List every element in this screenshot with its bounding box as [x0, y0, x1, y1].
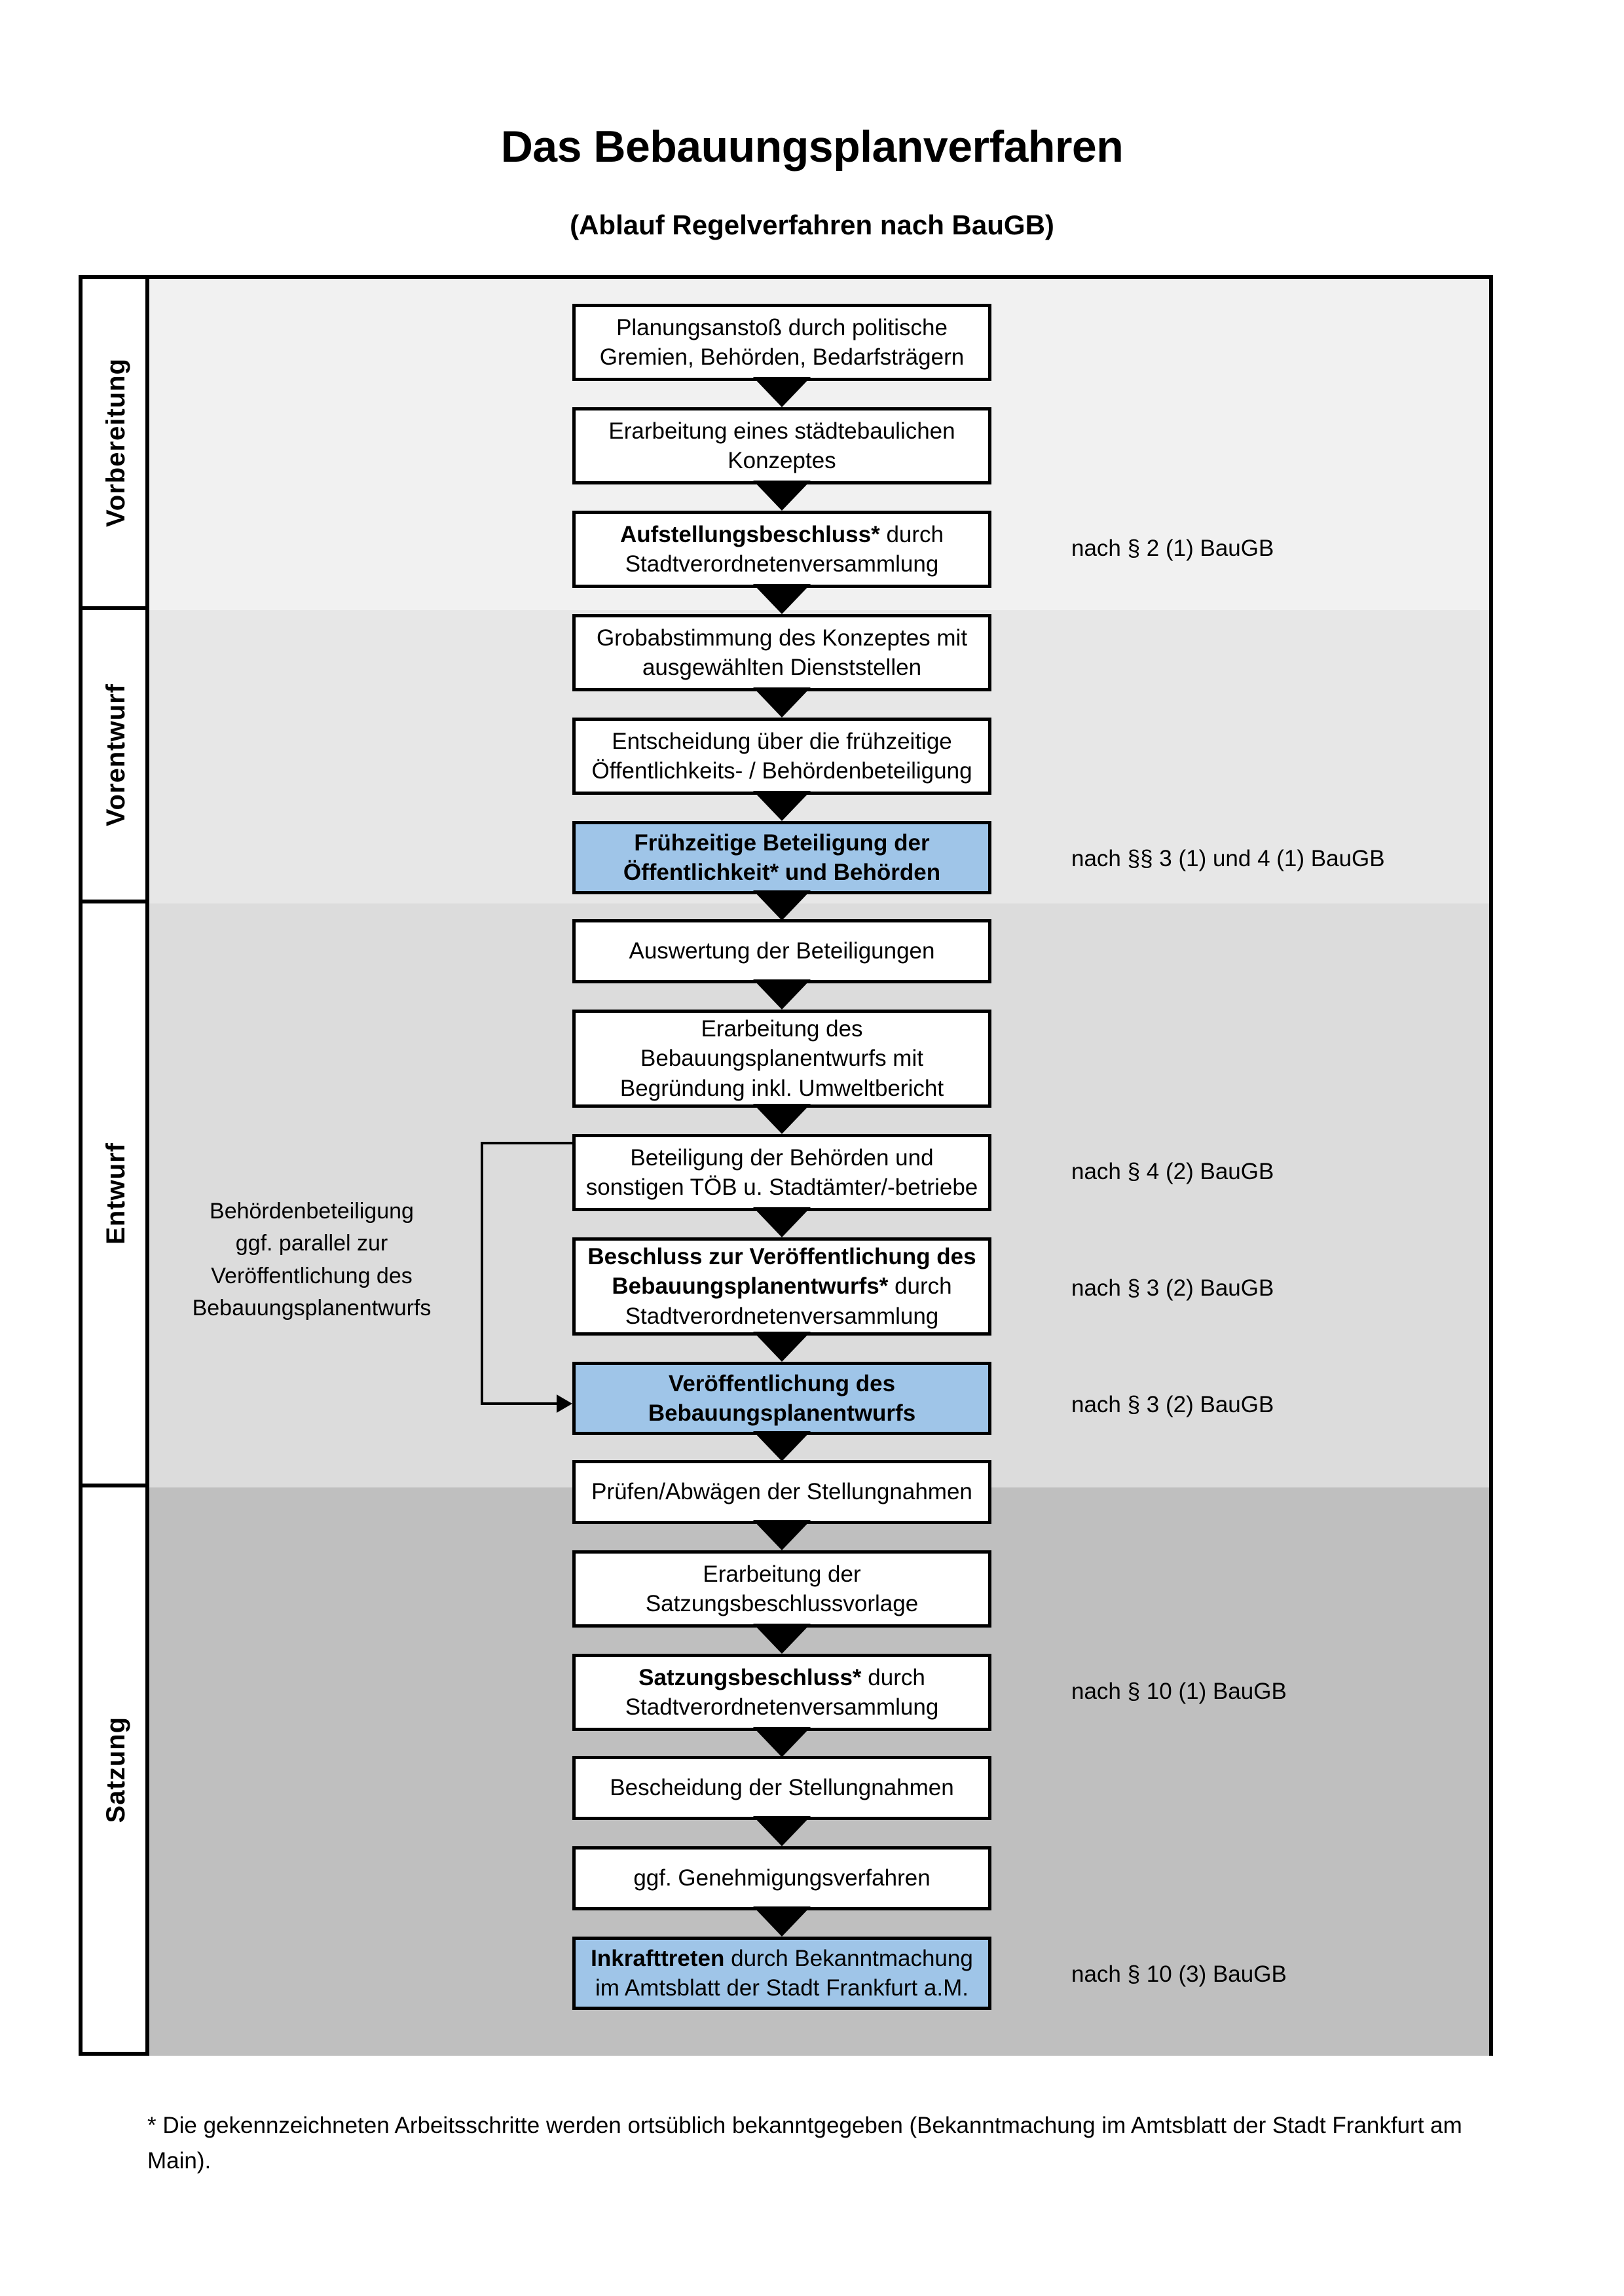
law-reference-1: nach § 2 (1) BauGB	[1071, 536, 1274, 561]
step-line-1: Prüfen/Abwägen der Stellungnahmen	[591, 1479, 972, 1505]
flow-arrow-11-12	[753, 1431, 811, 1461]
step-line-2: Bebauungsplanentwurfs	[648, 1400, 916, 1426]
step-line-1: Grobabstimmung des Konzeptes mit	[596, 625, 968, 651]
footnote-text: * Die gekennzeichneten Arbeitsschritte w…	[147, 2113, 1462, 2174]
step-line-2: Satzungsbeschlussvorlage	[645, 1591, 919, 1616]
flow-arrow-4-5	[753, 687, 811, 718]
step-line-2: Bebauungsplanentwurfs mit	[640, 1046, 923, 1072]
step-line-1: Aufstellungsbeschluss*	[619, 521, 880, 547]
bracket-arrowhead-icon	[557, 1394, 572, 1413]
flow-arrow-16-17	[753, 1906, 811, 1937]
flow-arrow-9-10	[753, 1207, 811, 1237]
flow-arrow-6-7	[753, 890, 811, 920]
step-box-4[interactable]: Grobabstimmung des Konzeptes mit ausgewä…	[572, 614, 991, 691]
step-line-2: sonstigen TÖB u. Stadtämter/-betriebe	[585, 1175, 978, 1200]
phase-label-column: Vorbereitung Vorentwurf Entwurf Satzung	[83, 279, 149, 2052]
side-note-line-2: ggf. parallel zur	[235, 1231, 388, 1256]
step-box-5[interactable]: Entscheidung über die frühzeitige Öffent…	[572, 718, 991, 795]
step-line-1: Planungsanstoß durch politische	[616, 314, 948, 340]
step-box-15[interactable]: Bescheidung der Stellungnahmen	[572, 1756, 991, 1820]
flow-arrow-1-2	[753, 377, 811, 407]
law-reference-2: nach §§ 3 (1) und 4 (1) BauGB	[1071, 846, 1385, 871]
side-note-line-3: Veröffentlichung des	[211, 1263, 413, 1288]
step-line-2: Öffentlichkeit* und Behörden	[623, 860, 941, 885]
step-line-2: im Amtsblatt der Stadt Frankfurt a.M.	[595, 1975, 969, 2001]
flow-arrow-15-16	[753, 1816, 811, 1846]
step-line-1-suffix: durch Bekanntmachung	[724, 1945, 973, 1971]
step-line-1: Beteiligung der Behörden und	[630, 1144, 934, 1171]
law-reference-7: nach § 10 (3) BauGB	[1071, 1961, 1287, 1987]
law-reference-4: nach § 3 (2) BauGB	[1071, 1275, 1274, 1301]
step-line-3: Begründung inkl. Umweltbericht	[619, 1075, 944, 1101]
flowchart-frame: Vorbereitung Vorentwurf Entwurf Satzung …	[79, 275, 1493, 2056]
parallel-branch-connector	[83, 279, 1489, 2052]
step-line-1-suffix: durch	[861, 1664, 925, 1690]
flow-arrow-2-3	[753, 481, 811, 511]
step-line-1-suffix: durch	[886, 521, 944, 547]
bracket-top-segment	[481, 1142, 574, 1144]
bracket-vertical-segment	[481, 1142, 483, 1404]
step-box-9[interactable]: Beteiligung der Behörden und sonstigen T…	[572, 1134, 991, 1211]
step-line-2: Stadtverordnetenversammlung	[625, 1694, 939, 1720]
step-line-1: Erarbeitung der	[703, 1561, 861, 1587]
step-box-12[interactable]: Prüfen/Abwägen der Stellungnahmen	[572, 1460, 991, 1524]
side-note-line-4: Bebauungsplanentwurfs	[192, 1295, 432, 1321]
step-line-2: Konzeptes	[728, 448, 836, 473]
step-line-2: Öffentlichkeits- / Behördenbeteiligung	[591, 758, 972, 784]
flow-arrow-3-4	[753, 584, 811, 614]
page-title: Das Bebauungsplanverfahren	[500, 122, 1124, 172]
flow-arrow-14-15	[753, 1727, 811, 1757]
step-line-1: Entscheidung über die frühzeitige	[612, 728, 952, 754]
step-line-1: Erarbeitung eines städtebaulichen	[608, 418, 955, 444]
phase-label-vorbereitung: Vorbereitung	[83, 279, 149, 610]
step-line-1: Auswertung der Beteiligungen	[629, 938, 935, 964]
step-line-1: Erarbeitung des	[701, 1015, 863, 1042]
step-line-2-bold: Bebauungsplanentwurfs*	[612, 1273, 889, 1300]
flow-arrow-13-14	[753, 1624, 811, 1654]
flow-arrow-12-13	[753, 1520, 811, 1550]
law-reference-3: nach § 4 (2) BauGB	[1071, 1159, 1274, 1184]
step-line-2: Gremien, Behörden, Bedarfsträgern	[599, 344, 965, 370]
flow-arrow-5-6	[753, 791, 811, 821]
step-box-10[interactable]: Beschluss zur Veröffentlichung des Bebau…	[572, 1237, 991, 1336]
law-reference-5: nach § 3 (2) BauGB	[1071, 1392, 1274, 1417]
step-line-1: Bescheidung der Stellungnahmen	[610, 1775, 954, 1801]
flow-arrow-7-8	[753, 979, 811, 1010]
side-note-parallel-process: Behördenbeteiligung ggf. parallel zur Ve…	[174, 1195, 449, 1324]
step-line-2: Stadtverordnetenversammlung	[625, 551, 939, 577]
step-line-3: Stadtverordnetenversammlung	[625, 1303, 939, 1329]
flow-arrow-10-11	[753, 1332, 811, 1362]
step-line-1: ggf. Genehmigungsverfahren	[633, 1865, 931, 1891]
step-box-11[interactable]: Veröffentlichung des Bebauungsplanentwur…	[572, 1362, 991, 1435]
step-box-17[interactable]: Inkrafttreten durch Bekanntmachung im Am…	[572, 1937, 991, 2010]
flow-arrow-8-9	[753, 1104, 811, 1134]
phase-label-entwurf: Entwurf	[83, 903, 149, 1487]
step-line-1: Satzungsbeschluss*	[638, 1664, 862, 1690]
step-line-1: Veröffentlichung des	[668, 1370, 896, 1396]
law-reference-6: nach § 10 (1) BauGB	[1071, 1679, 1287, 1704]
bracket-bottom-segment	[481, 1402, 558, 1405]
page-subtitle: (Ablauf Regelverfahren nach BauGB)	[570, 210, 1054, 240]
side-note-line-1: Behördenbeteiligung	[210, 1199, 414, 1224]
phase-label-vorentwurf: Vorentwurf	[83, 610, 149, 903]
step-line-2-suffix: durch	[888, 1273, 952, 1300]
step-line-1: Beschluss zur Veröffentlichung des	[587, 1243, 976, 1269]
step-line-1-bold: Inkrafttreten	[591, 1945, 725, 1971]
step-line-2: ausgewählten Dienststellen	[642, 655, 922, 680]
step-line-1: Frühzeitige Beteiligung der	[634, 829, 930, 856]
step-box-16[interactable]: ggf. Genehmigungsverfahren	[572, 1846, 991, 1910]
